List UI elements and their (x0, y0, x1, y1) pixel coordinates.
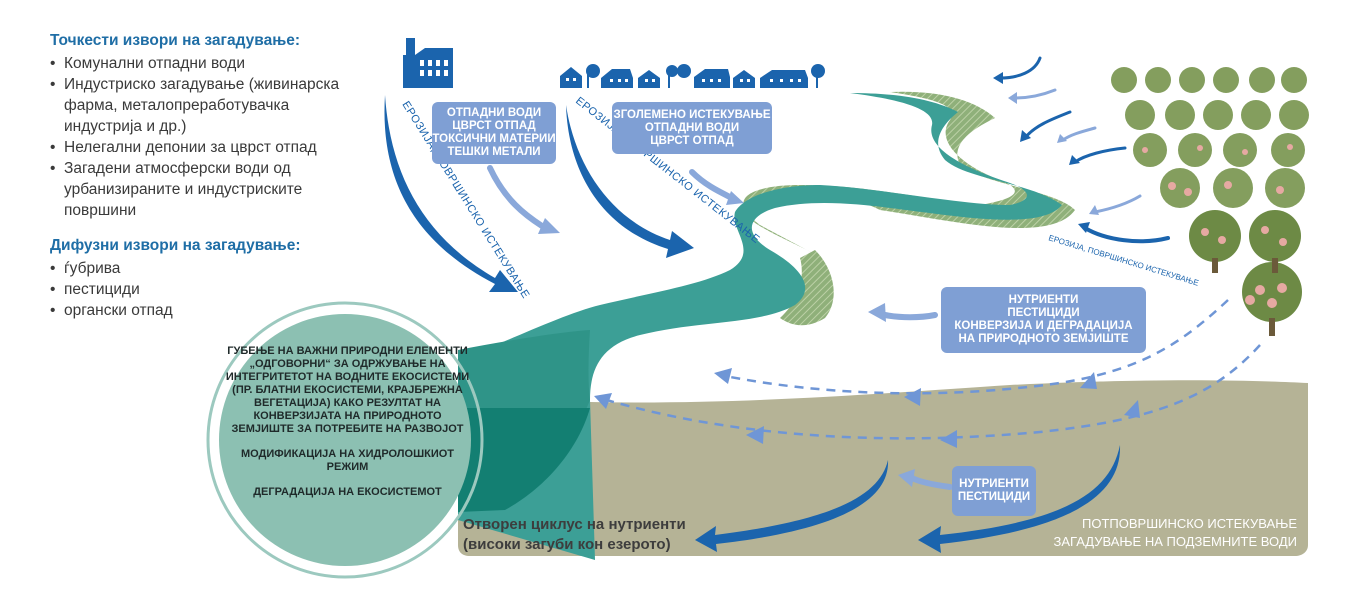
caption-line: ПОТПОВРШИНСКО ИСТЕКУВАЊЕ (1082, 516, 1297, 531)
orchard-trees-icon (1111, 67, 1309, 336)
lake-deep (458, 408, 590, 512)
erosion-arrows (384, 95, 1121, 553)
urban-pollutants-box: ЗГОЛЕМЕНО ИСТЕКУВАЊЕ ОТПАДНИ ВОДИ ЦВРСТ … (612, 102, 772, 154)
box-line: ЗГОЛЕМЕНО ИСТЕКУВАЊЕ (613, 108, 771, 121)
list-item: пестициди (50, 279, 350, 300)
runoff-arrows-right (993, 56, 1170, 244)
river-bank-lower (780, 250, 834, 326)
box-line: ПЕСТИЦИДИ (957, 491, 1031, 503)
box-line: ПЕСТИЦИДИ (1007, 307, 1080, 319)
box-line: ТЕШКИ МЕТАЛИ (447, 146, 541, 158)
list-item: органски отпад (50, 300, 350, 321)
ecosystem-impacts-text: ГУБЕЊЕ НА ВАЖНИ ПРИРОДНИ ЕЛЕМЕНТИ „ОДГОВ… (225, 345, 470, 511)
point-sources-title: Точкести извори на загадување: (50, 32, 301, 49)
groundwater-dash-arrowheads (594, 368, 1140, 448)
industry-pollutants-box: ОТПАДНИ ВОДИ ЦВРСТ ОТПАД ТОКСИЧНИ МАТЕРИ… (432, 102, 556, 164)
box-line: ТОКСИЧНИ МАТЕРИИ (432, 133, 556, 145)
impact-hydrologic-modification: МОДИФИКАЦИЈА НА ХИДРОЛОШКИОТ РЕЖИМ (240, 448, 455, 473)
agri-pollutants-box: НУТРИЕНТИ ПЕСТИЦИДИ КОНВЕРЗИЈА И ДЕГРАДА… (941, 287, 1146, 353)
diffuse-sources-title: Дифузни извори на загадување: (50, 237, 301, 254)
list-item: Загадени атмосферски води од урбанизиран… (50, 158, 350, 221)
caption-line: Отворен циклус на нутриенти (463, 516, 686, 533)
impact-loss-of-elements: ГУБЕЊЕ НА ВАЖНИ ПРИРОДНИ ЕЛЕМЕНТИ „ОДГОВ… (225, 345, 470, 435)
impact-ecosystem-degradation: ДЕГРАДАЦИЈА НА ЕКОСИСТЕМОТ (253, 486, 442, 498)
point-sources-list: Комунални отпадни води Индустриско загад… (50, 53, 350, 221)
list-item: ѓубрива (50, 258, 350, 279)
box-line: ОТПАДНИ ВОДИ (644, 121, 740, 134)
factory-icon (403, 38, 453, 88)
impact-circle (219, 314, 471, 566)
list-item: Комунални отпадни води (50, 53, 350, 74)
list-item: Индустриско загадување (живинарска фарма… (50, 74, 350, 137)
diffuse-sources-list: ѓубрива пестициди органски отпад (50, 258, 350, 321)
list-item: Нелегални депонии за цврст отпад (50, 137, 350, 158)
caption-line: ЗАГАДУВАЊЕ НА ПОДЗЕМНИТЕ ВОДИ (1053, 534, 1298, 549)
box-line: КОНВЕРЗИЈА И ДЕГРАДАЦИЈА (954, 320, 1133, 332)
box-line: НУТРИЕНТИ (959, 478, 1029, 490)
box-line: НУТРИЕНТИ (1008, 294, 1079, 306)
subsurface-runoff-caption: ПОТПОВРШИНСКО ИСТЕКУВАЊЕ ЗАГАДУВАЊЕ НА П… (1054, 515, 1298, 551)
ground-pollutants-box: НУТРИЕНТИ ПЕСТИЦИДИ (952, 466, 1036, 516)
pollution-sources-legend: Точкести извори на загадување: Комунални… (50, 30, 350, 335)
ground-area (458, 380, 1308, 556)
caption-line: (високи загуби кон езерото) (463, 536, 671, 553)
box-line: ОТПАДНИ ВОДИ (446, 107, 542, 119)
groundwater-dashed-flow (599, 299, 1261, 440)
nutrient-cycle-caption: Отворен циклус на нутриенти (високи загу… (463, 515, 686, 555)
flow-arrowheads-light (538, 191, 915, 487)
houses-icon (560, 64, 825, 88)
box-line: НА ПРИРОДНОТО ЗЕМЈИШТЕ (958, 333, 1129, 345)
river (458, 93, 1062, 560)
flow-arrows-light (487, 165, 953, 490)
box-line: ЦВРСТ ОТПАД (650, 134, 734, 147)
box-line: ЦВРСТ ОТПАД (452, 120, 536, 132)
river-bank-upper (743, 91, 1075, 258)
